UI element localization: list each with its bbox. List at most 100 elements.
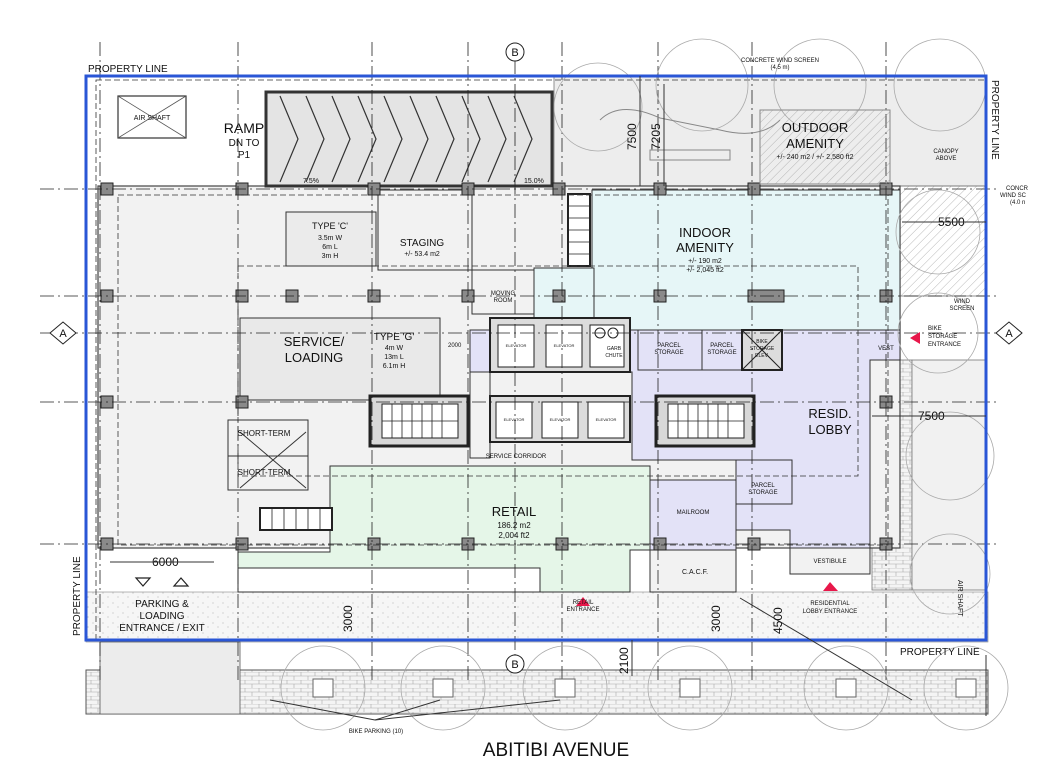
retail-area1: 186.2 m2: [497, 521, 531, 530]
bike-storage-2: STORAGE: [750, 346, 775, 352]
dim-3000-right: 3000: [709, 605, 723, 632]
short-term-2: SHORT-TERM: [238, 468, 291, 477]
type-g-l: 13m L: [384, 354, 404, 361]
air-shaft-label: AIR SHAFT: [134, 115, 171, 122]
grid-label-b-bottom: B: [511, 659, 518, 671]
garb-chute-1: GARB: [607, 346, 622, 352]
stair-cores: [259, 193, 756, 531]
canopy-above-1: CANOPY: [933, 149, 958, 155]
bike-storage-3: ELEV.: [755, 353, 769, 359]
elevator-4: ELEVATOR: [550, 417, 571, 422]
outdoor-amenity-area: +/- 240 m2 / +/- 2,580 ft2: [776, 154, 853, 161]
grid-label-a-right: A: [1005, 328, 1013, 340]
property-line-top: PROPERTY LINE: [88, 64, 168, 75]
ramp-slope-left: 7.5%: [303, 178, 319, 185]
elevator-2: ELEVATOR: [554, 343, 575, 348]
indoor-amenity-area1: +/- 190 m2: [688, 258, 722, 265]
bike-leader-3: [374, 699, 561, 721]
elevator-1: ELEVATOR: [506, 343, 527, 348]
side-landscape: [899, 185, 987, 297]
bike-parking-label: BIKE PARKING (10): [349, 729, 403, 735]
service-corridor-label: SERVICE CORRIDOR: [486, 454, 547, 460]
parcel-storage-3a: PARCEL: [751, 483, 775, 489]
garb-chute-2: CHUTE: [605, 353, 623, 359]
residential-entrance-marker: [823, 582, 838, 591]
grid-label-a-left: A: [59, 328, 67, 340]
type-c-w: 3.5m W: [318, 235, 343, 242]
service-loading-1: SERVICE/: [284, 334, 345, 349]
bike-storage-entrance-2: STORAGE: [928, 334, 957, 340]
parking-in-arrow: [134, 577, 152, 587]
grid-lines: [40, 42, 1000, 680]
staging-title: STAGING: [400, 238, 444, 249]
ramp-slope-right: 15.0%: [524, 178, 544, 185]
parcel-storage-1b: STORAGE: [654, 350, 683, 356]
driveway: [99, 641, 241, 715]
retail-entrance-1: RETAIL: [573, 600, 594, 606]
type-g-w: 4m W: [385, 345, 404, 352]
bike-storage-entrance-3: ENTRANCE: [928, 342, 961, 348]
parcel-storage-1a: PARCEL: [657, 343, 681, 349]
retail-title: RETAIL: [492, 504, 537, 519]
outdoor-planters: [599, 109, 891, 185]
mailroom-label: MAILROOM: [677, 510, 710, 516]
retail-entrance-2: ENTRANCE: [566, 607, 599, 613]
leader-street: [739, 597, 913, 701]
indoor-amenity-2: AMENITY: [676, 240, 734, 255]
residential-entrance-1: RESIDENTIAL: [810, 601, 850, 607]
parcel-storage-2b: STORAGE: [707, 350, 736, 356]
concrete-wind-screen-r3: (4.0 n: [1010, 200, 1025, 206]
ramp-title: RAMP: [224, 120, 264, 136]
wind-screen-2: SCREEN: [949, 306, 974, 312]
parcel-storage-3b: STORAGE: [748, 490, 777, 496]
indoor-amenity-area2: +/- 2,045 ft2: [686, 267, 724, 274]
wind-screen-1: WIND: [954, 299, 971, 305]
tree-grates: [312, 678, 977, 698]
vest-label: VEST: [878, 346, 894, 352]
grid-bubble-b-bottom: [505, 654, 525, 674]
dim-4500: 4500: [771, 607, 785, 634]
sidewalk: [85, 591, 989, 643]
type-c-title: TYPE 'C': [312, 221, 348, 231]
bike-storage-entrance-1: BIKE: [928, 326, 942, 332]
resid-lobby-2: LOBBY: [808, 422, 852, 437]
bike-leader-1: [269, 699, 376, 721]
grid-bubble-a-right: [995, 321, 1023, 345]
outdoor-amenity-1: OUTDOOR: [782, 120, 848, 135]
ramp: [264, 90, 554, 188]
resid-lobby-1: RESID.: [808, 406, 851, 421]
parking-3: ENTRANCE / EXIT: [119, 623, 205, 634]
room-outlines: [227, 189, 871, 593]
bike-leader-2: [374, 699, 441, 721]
east-planting: [911, 359, 987, 591]
grid-bubble-b-top: [505, 42, 525, 62]
indoor-amenity-1: INDOOR: [679, 225, 731, 240]
parking-1: PARKING &: [135, 599, 189, 610]
elevator-5: ELEVATOR: [596, 417, 617, 422]
type-c-l: 6m L: [322, 244, 338, 251]
dim-7205: 7205: [649, 123, 663, 150]
canopy-above-2: ABOVE: [936, 156, 957, 162]
ramp-line3: P1: [238, 150, 251, 161]
concrete-wind-screen-r1: CONCR: [1006, 186, 1029, 192]
cacf-label: C.A.C.F.: [682, 569, 708, 576]
air-shaft-label-2: AIR SHAFT: [956, 580, 963, 617]
vestibule-label: VESTIBULE: [813, 559, 846, 565]
type-g-h: 6.1m H: [383, 363, 406, 370]
service-loading-2: LOADING: [285, 350, 344, 365]
street-name: ABITIBI AVENUE: [483, 740, 629, 761]
elevator-core: [489, 317, 783, 443]
type-c-h: 3m H: [322, 253, 339, 260]
property-line-bottom: PROPERTY LINE: [900, 647, 980, 658]
parking-2: LOADING: [139, 611, 184, 622]
concrete-wind-screen-1: CONCRETE WIND SCREEN: [741, 58, 819, 64]
staging-area: +/- 53.4 m2: [404, 251, 440, 258]
bike-entrance-marker: [910, 332, 920, 344]
grid-label-b-top: B: [511, 47, 518, 59]
grid-bubble-a-left: [49, 321, 77, 345]
residential-entrance-2: LOBBY ENTRANCE: [803, 609, 858, 615]
bike-storage-1: BIKE: [756, 339, 768, 345]
property-line-rect: [84, 74, 988, 642]
concrete-wind-screen-r2: WIND SC: [1000, 193, 1027, 199]
